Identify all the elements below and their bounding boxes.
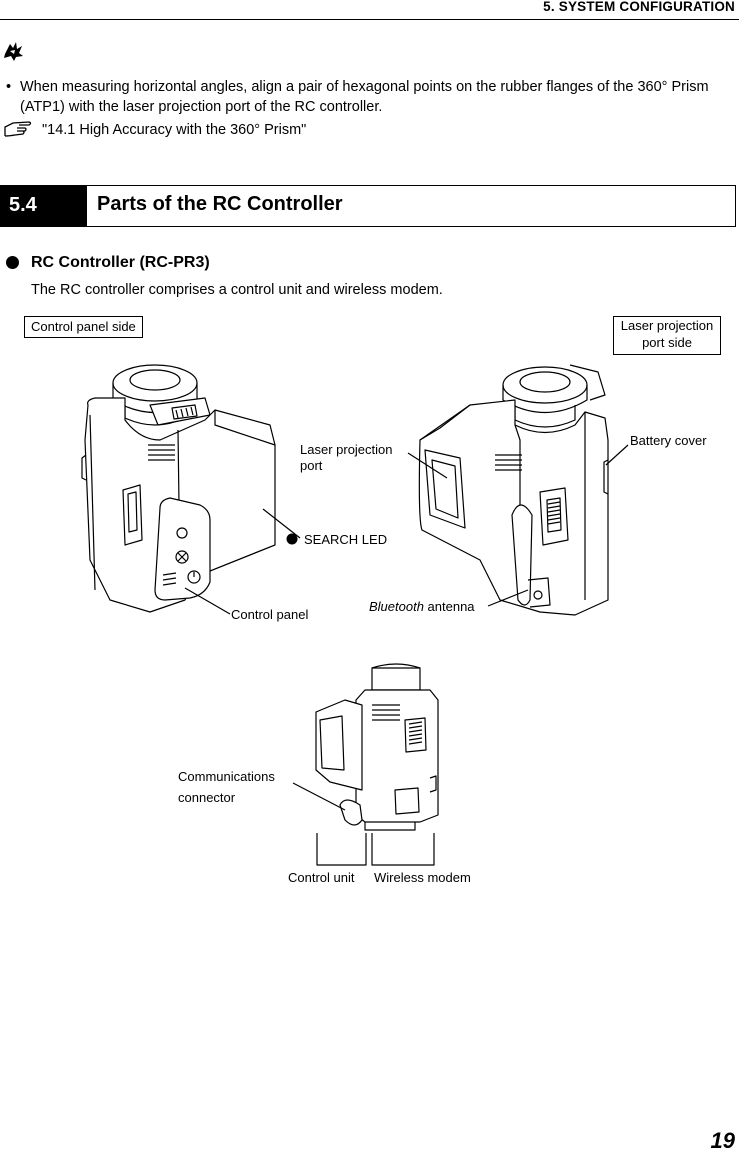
item-bullet [6, 256, 19, 269]
bullet-marker: • [6, 79, 12, 95]
section-number: 5.4 [1, 186, 87, 226]
communications-connector-label: Communications connector [178, 766, 275, 808]
page-number: 19 [710, 1128, 735, 1153]
battery-cover-label: Battery cover [630, 433, 707, 448]
section-heading: 5.4 Parts of the RC Controller [0, 185, 736, 227]
bluetooth-word: Bluetooth [369, 599, 424, 614]
laser-port-side-tag-line2: port side [642, 335, 692, 350]
search-led-marker [286, 533, 298, 545]
reference-link[interactable]: "14.1 High Accuracy with the 360° Prism" [42, 122, 307, 138]
note-hand-icon [4, 42, 23, 61]
communications-connector-line1: Communications [178, 769, 275, 784]
control-panel-side-tag: Control panel side [24, 316, 143, 338]
laser-port-side-tag-line1: Laser projection [620, 318, 714, 333]
wireless-modem-label: Wireless modem [374, 870, 471, 885]
bullet-text: When measuring horizontal angles, align … [20, 79, 709, 115]
running-head: 5. SYSTEM CONFIGURATION [543, 0, 735, 14]
pointing-hand-icon [4, 121, 32, 137]
section-title: Parts of the RC Controller [97, 193, 343, 215]
laser-port-side-tag: Laser projection port side [613, 316, 721, 355]
laser-projection-port-label: Laser projection port [300, 442, 393, 474]
bullet-note: • When measuring horizontal angles, alig… [6, 77, 731, 117]
device-control-panel-side [81, 364, 276, 613]
bluetooth-antenna-label: Bluetooth antenna [369, 599, 475, 615]
device-laser-port-side [418, 364, 609, 616]
control-panel-label: Control panel [231, 607, 309, 622]
search-led-label: SEARCH LED [304, 532, 388, 547]
device-assembled-view [315, 663, 439, 831]
antenna-word: antenna [423, 599, 475, 614]
item-title: RC Controller (RC-PR3) [31, 254, 210, 271]
communications-connector-line2: connector [178, 790, 236, 805]
laser-projection-port-label-line2: port [300, 458, 323, 473]
item-description: The RC controller comprises a control un… [31, 282, 443, 298]
laser-projection-port-label-line1: Laser projection [300, 442, 393, 457]
control-unit-label: Control unit [288, 870, 355, 885]
header-rule [0, 19, 739, 20]
